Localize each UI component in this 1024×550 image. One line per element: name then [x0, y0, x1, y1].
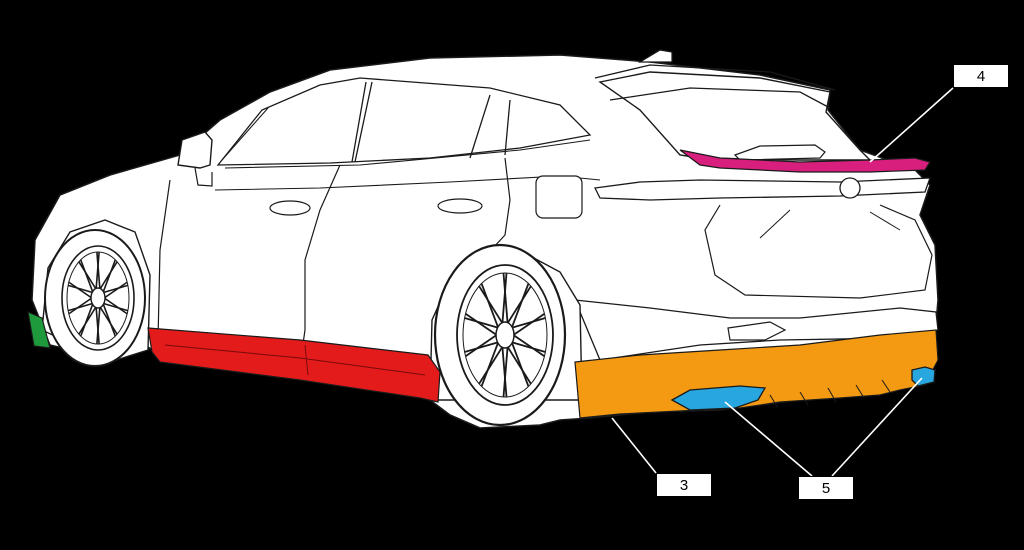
wheel-spoke [96, 251, 101, 290]
rear-emblem [839, 177, 861, 199]
window-divider-c [469, 94, 511, 159]
shark-fin-antenna [637, 49, 673, 63]
roof-spoiler-top [594, 64, 836, 109]
door-seam-front [157, 179, 171, 341]
wheel-spoke [506, 346, 532, 385]
wheel-spoke [67, 302, 94, 312]
wheel-spoke [501, 272, 508, 324]
wheel-spoke [511, 341, 546, 353]
rear-wheel [433, 243, 567, 427]
wheel-spoke [465, 312, 498, 336]
wheel-spoke [96, 306, 101, 345]
wheel-spoke [501, 346, 508, 398]
wheel-spoke [510, 341, 530, 387]
muffler-cutter-left [670, 385, 767, 411]
wheel-spoke [502, 346, 509, 398]
door-handle-front [269, 200, 311, 216]
side-skirt [147, 327, 441, 403]
wheel-spoke [95, 306, 100, 345]
leader-line-5b [831, 377, 923, 477]
wheel-spoke [102, 284, 129, 294]
wheel-spoke [102, 303, 117, 337]
tailgate-panel [704, 204, 933, 299]
wheel-spoke [78, 261, 97, 290]
rear-spoiler [679, 149, 931, 173]
wheel-spoke [480, 341, 500, 387]
front-lip-spoiler [27, 311, 51, 349]
wheel-spoke [99, 306, 118, 335]
leader-line-5a [724, 401, 813, 477]
callout-label-5: 5 [798, 476, 854, 500]
wheel-spoke [480, 283, 500, 329]
side-window-glass [216, 77, 592, 166]
wheel-spoke [79, 259, 94, 293]
wheel-spoke [512, 312, 545, 336]
wheel-spoke [506, 285, 532, 324]
wheel-spoke [95, 251, 100, 290]
wheel-spoke [78, 306, 97, 335]
rear-quarter-glass-line [221, 107, 591, 169]
leader-line-3 [611, 417, 657, 474]
rear-diffuser [574, 329, 939, 419]
wheel-spoke [464, 317, 499, 329]
wheel-spoke [511, 317, 546, 329]
diffuser-fins [769, 379, 891, 409]
fuel-door [535, 175, 583, 219]
wheel-spoke [67, 284, 94, 294]
wheel-spoke [103, 281, 128, 299]
rear-reflector [727, 321, 787, 341]
wheel-spoke [502, 272, 509, 324]
wheel-spoke [464, 341, 499, 353]
wheel-spoke [102, 302, 129, 312]
wheel-spoke [103, 297, 128, 315]
mirror-stalk [194, 167, 213, 187]
wheel-spoke [510, 283, 530, 329]
side-mirror [177, 131, 213, 169]
window-divider-b [351, 81, 373, 163]
wheel-spoke [478, 346, 504, 385]
callout-label-4: 4 [953, 64, 1009, 88]
muffler-cutter-right [911, 366, 936, 387]
callout-label-3: 3 [656, 473, 712, 497]
tailgate-crease [759, 209, 901, 239]
wheel-spoke [102, 259, 117, 293]
wheel-spoke [68, 281, 93, 299]
wheel-spoke [512, 334, 545, 358]
wheel-spoke [478, 285, 504, 324]
wheel-spoke [99, 261, 118, 290]
wheel-spoke [465, 334, 498, 358]
wheel-spoke [79, 303, 94, 337]
side-skirt-crease [164, 344, 426, 376]
wheel-spoke [68, 297, 93, 315]
leader-line-4 [869, 87, 954, 163]
door-handle-rear [437, 198, 483, 214]
front-wheel [44, 229, 146, 367]
